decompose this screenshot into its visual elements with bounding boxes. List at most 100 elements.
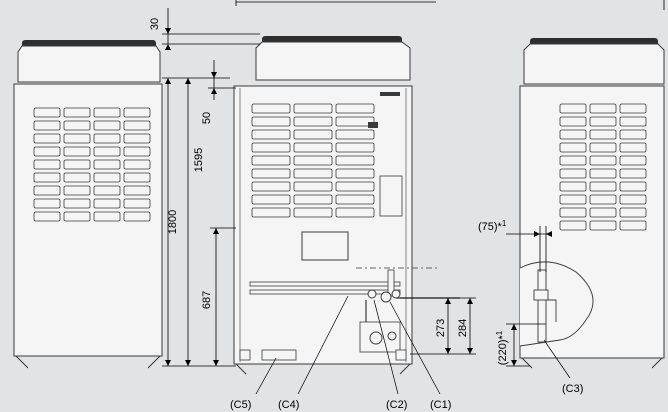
front-louver [335, 103, 375, 114]
dim-label-75-value: (75)* [478, 221, 503, 233]
left-louver [33, 120, 61, 131]
service-panel [301, 231, 349, 261]
right-louver [619, 220, 647, 231]
left-louver-grille [33, 107, 151, 222]
front-louver [293, 168, 333, 179]
right-louver [559, 220, 587, 231]
arrow-220-bot [511, 360, 517, 366]
front-louver [251, 129, 291, 140]
arrow-687-top [213, 228, 219, 234]
front-louver [293, 207, 333, 218]
left-foot [15, 355, 161, 369]
arrow-50-bot [211, 88, 217, 94]
front-louver [251, 168, 291, 179]
base-rail-1 [249, 281, 401, 287]
arrow-30-b [165, 44, 171, 50]
front-louver [335, 194, 375, 205]
left-louver [123, 172, 151, 183]
callout-c2: (C2) [386, 399, 407, 411]
right-louver [559, 181, 587, 192]
right-louver [559, 142, 587, 153]
front-louver [335, 129, 375, 140]
left-louver [63, 159, 91, 170]
left-louver [63, 107, 91, 118]
drain-corner-right [395, 349, 407, 361]
left-louver [93, 133, 121, 144]
left-louver [33, 185, 61, 196]
callout-leaders [255, 295, 571, 395]
front-louver [251, 103, 291, 114]
right-louver [559, 129, 587, 140]
left-louver [123, 146, 151, 157]
left-louver [33, 172, 61, 183]
dim-label-220-group: (220)*1 [495, 330, 509, 365]
right-louver [589, 181, 617, 192]
left-louver [123, 159, 151, 170]
right-louver [619, 116, 647, 127]
arrow-1800-bot [165, 360, 171, 366]
left-top-cap [17, 45, 161, 83]
nameplate [380, 92, 400, 96]
left-louver [93, 211, 121, 222]
right-louver [589, 142, 617, 153]
front-louver [293, 181, 333, 192]
dimension-arrows [165, 28, 552, 366]
leader-c5 [255, 357, 277, 395]
drain-corner-left [239, 349, 251, 361]
right-louver [589, 220, 617, 231]
right-pipe-bend [546, 299, 557, 322]
dim-label-50: 50 [201, 112, 213, 124]
left-louver [33, 159, 61, 170]
arrow-30 [165, 28, 171, 34]
left-side-view [13, 40, 163, 369]
dim-label-220-value: (220)* [497, 335, 509, 366]
left-louver [93, 159, 121, 170]
right-louver [589, 207, 617, 218]
dim-label-1595: 1595 [193, 148, 205, 172]
front-louver [293, 194, 333, 205]
arrow-1800-top [165, 78, 171, 84]
left-louver [63, 172, 91, 183]
left-louver [123, 185, 151, 196]
front-louver [335, 142, 375, 153]
right-louver [589, 155, 617, 166]
pipe-flange-hole-2 [387, 331, 397, 341]
leader-c1 [389, 301, 441, 395]
arrow-284-bot [467, 348, 473, 354]
arrow-50-top [211, 72, 217, 78]
arrow-75-right [546, 231, 552, 237]
arrow-1595-bot [185, 360, 191, 366]
left-louver [93, 120, 121, 131]
right-louver [559, 116, 587, 127]
control-box-b [368, 122, 378, 128]
right-louver [559, 168, 587, 179]
left-louver [63, 120, 91, 131]
right-louver [619, 103, 647, 114]
control-box-a [379, 175, 403, 217]
front-louver [335, 155, 375, 166]
callout-c3: (C3) [562, 383, 583, 395]
dim-label-75: (75)*1 [478, 219, 507, 233]
arrow-284-top [467, 298, 473, 304]
front-louver [293, 103, 333, 114]
front-top-cap [255, 41, 411, 81]
dim-label-75-note: 1 [502, 219, 507, 228]
right-louver [619, 129, 647, 140]
left-louver [33, 198, 61, 209]
right-louver [589, 194, 617, 205]
front-louver-grille [251, 103, 375, 218]
dim-label-284: 284 [457, 319, 469, 337]
front-louver [251, 194, 291, 205]
drain-slot-c5 [261, 349, 297, 361]
left-louver [33, 211, 61, 222]
right-louver [619, 207, 647, 218]
front-foot [235, 363, 411, 375]
left-louver [63, 133, 91, 144]
right-louver [589, 116, 617, 127]
leader-c3 [543, 339, 571, 379]
valve-aux [391, 289, 401, 299]
front-louver [293, 142, 333, 153]
dim-label-220-note: 1 [495, 330, 504, 335]
dim-label-220: (220)*1 [495, 330, 509, 365]
